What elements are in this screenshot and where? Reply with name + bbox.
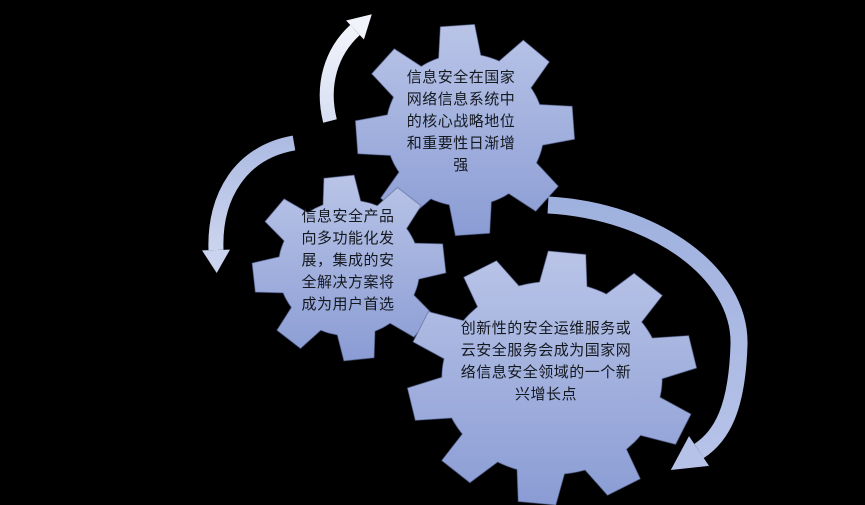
- curved-arrow-down-left-icon-head: [202, 249, 230, 273]
- gear-text-service-growth: 创新性的安全运维服务或 云安全服务会成为国家网 络信息安全领域的一个新 兴增长点: [460, 320, 632, 403]
- gear-text-national-strategy: 信息安全在国家 网络信息系统中 的核心战略地位 和重要性日渐增 强: [406, 69, 516, 174]
- curved-arrow-right-sweep-icon-head: [670, 436, 709, 470]
- curved-arrow-up-icon: [319, 14, 372, 123]
- gear-shape-service-growth: [406, 250, 698, 505]
- curved-arrow-right-sweep-icon: [547, 196, 748, 470]
- gear-text-product-trend: 信息安全产品 向多功能化发 展，集成的安 全解决方案将 成为用户首选: [301, 208, 395, 313]
- gear-shape-national-strategy: [354, 23, 576, 237]
- curved-arrow-up-icon-head: [346, 14, 372, 40]
- curved-arrow-down-left-icon: [202, 135, 296, 273]
- gear-shape-product-trend: [251, 174, 447, 362]
